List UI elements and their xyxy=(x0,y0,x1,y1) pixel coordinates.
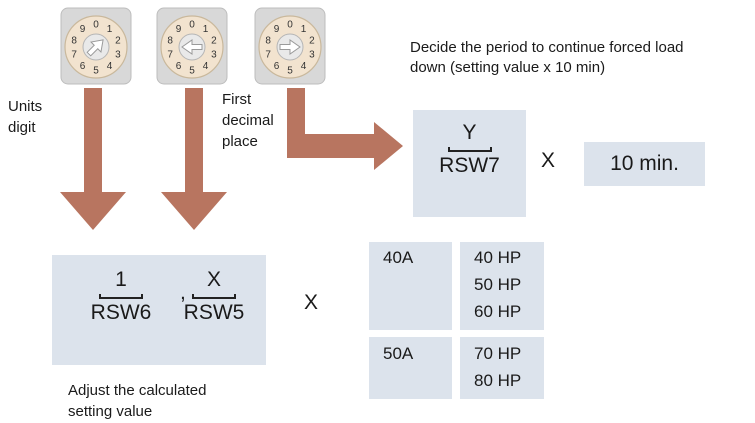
dial-digit: 3 xyxy=(309,50,315,61)
dial-digit: 6 xyxy=(176,61,182,72)
dial-digit: 9 xyxy=(176,24,182,35)
rsw5-switch-label: RSW5 xyxy=(183,301,245,324)
dial-arrow-icon xyxy=(86,39,104,57)
hp-value: 50 HP xyxy=(474,275,522,294)
adjust-note-line1: Adjust the calculated xyxy=(68,382,207,399)
minutes-value: 10 min. xyxy=(610,152,679,175)
dial-digit: 0 xyxy=(189,20,195,31)
rsw5-value: X xyxy=(206,268,221,291)
dial-digit: 3 xyxy=(211,50,217,61)
dial-digit: 1 xyxy=(107,24,113,35)
rsw7-value: Y xyxy=(462,121,477,144)
dial-digit: 7 xyxy=(71,50,77,61)
arrow-units-digit xyxy=(60,88,126,230)
hp-value: 40 HP xyxy=(474,248,522,267)
hp-value: 60 HP xyxy=(474,302,522,321)
adjust-note-line2: setting value xyxy=(68,403,153,420)
hp-value: 70 HP xyxy=(474,344,522,363)
rsw7-box: Y RSW7 xyxy=(413,110,526,217)
model-label-50a: 50A xyxy=(383,344,414,363)
setting-value-box: 1 RSW6 , X RSW5 xyxy=(52,255,266,365)
units-digit-label-line2: digit xyxy=(8,119,36,136)
rsw6-switch-label: RSW6 xyxy=(90,301,152,324)
dial-digit: 6 xyxy=(274,61,280,72)
hp-cell-50a: 70 HP 80 HP xyxy=(460,337,544,399)
rsw6-bracket xyxy=(99,294,143,299)
first-decimal-label: First decimal place xyxy=(222,89,274,152)
dial-digit: 6 xyxy=(80,61,86,72)
rsw7-bracket xyxy=(448,147,492,152)
dial-digit: 5 xyxy=(93,66,99,77)
dial-digit: 5 xyxy=(287,66,293,77)
dial-arrow-icon xyxy=(181,39,203,55)
dial-digit: 8 xyxy=(167,35,173,46)
dial-digit: 9 xyxy=(274,24,280,35)
dial-digit: 1 xyxy=(301,24,307,35)
dial-digit: 9 xyxy=(80,24,86,35)
dial-digit: 4 xyxy=(301,61,307,72)
rsw7-switch-label: RSW7 xyxy=(439,154,500,177)
first-decimal-label-line3: place xyxy=(222,133,258,150)
hp-value: 80 HP xyxy=(474,371,522,390)
dial-digit: 7 xyxy=(265,50,271,61)
dial-digit: 2 xyxy=(115,35,121,46)
rsw5-bracket xyxy=(192,294,236,299)
dial-digit: 4 xyxy=(107,61,113,72)
period-note-line1: Decide the period to continue forced loa… xyxy=(410,39,684,56)
decimal-separator: , xyxy=(180,281,186,304)
units-digit-label: Units digit xyxy=(8,96,42,138)
dial-digit: 3 xyxy=(115,50,121,61)
hp-cell-40a: 40 HP 50 HP 60 HP xyxy=(460,242,544,330)
model-cell-40a: 40A xyxy=(369,242,452,330)
adjust-note: Adjust the calculated setting value xyxy=(68,380,206,422)
arrow-to-rsw7 xyxy=(287,88,403,170)
dial-digit: 2 xyxy=(309,35,315,46)
dial-digit: 8 xyxy=(265,35,271,46)
first-decimal-label-line1: First xyxy=(222,91,252,108)
dial-digit: 1 xyxy=(203,24,209,35)
rsw6-value: 1 xyxy=(115,268,127,291)
dial-digit: 7 xyxy=(167,50,173,61)
units-digit-label-line1: Units xyxy=(8,98,43,115)
dial-digit: 4 xyxy=(203,61,209,72)
period-note-line2: down (setting value x 10 min) xyxy=(410,59,606,76)
dial-digit: 2 xyxy=(211,35,217,46)
multiply-sign-bottom: X xyxy=(304,291,319,314)
first-decimal-label-line2: decimal xyxy=(222,112,274,129)
dial-digit: 0 xyxy=(287,20,293,31)
minutes-box: 10 min. xyxy=(584,142,705,186)
dial-arrow-icon xyxy=(279,39,301,55)
dial-digit: 8 xyxy=(71,35,77,46)
model-label-40a: 40A xyxy=(383,248,414,267)
dial-digit: 0 xyxy=(93,20,99,31)
model-cell-50a: 50A xyxy=(369,337,452,399)
multiply-sign-top: X xyxy=(541,149,556,172)
arrow-first-decimal xyxy=(161,88,227,230)
period-note: Decide the period to continue forced loa… xyxy=(410,38,684,78)
dial-digit: 5 xyxy=(189,66,195,77)
